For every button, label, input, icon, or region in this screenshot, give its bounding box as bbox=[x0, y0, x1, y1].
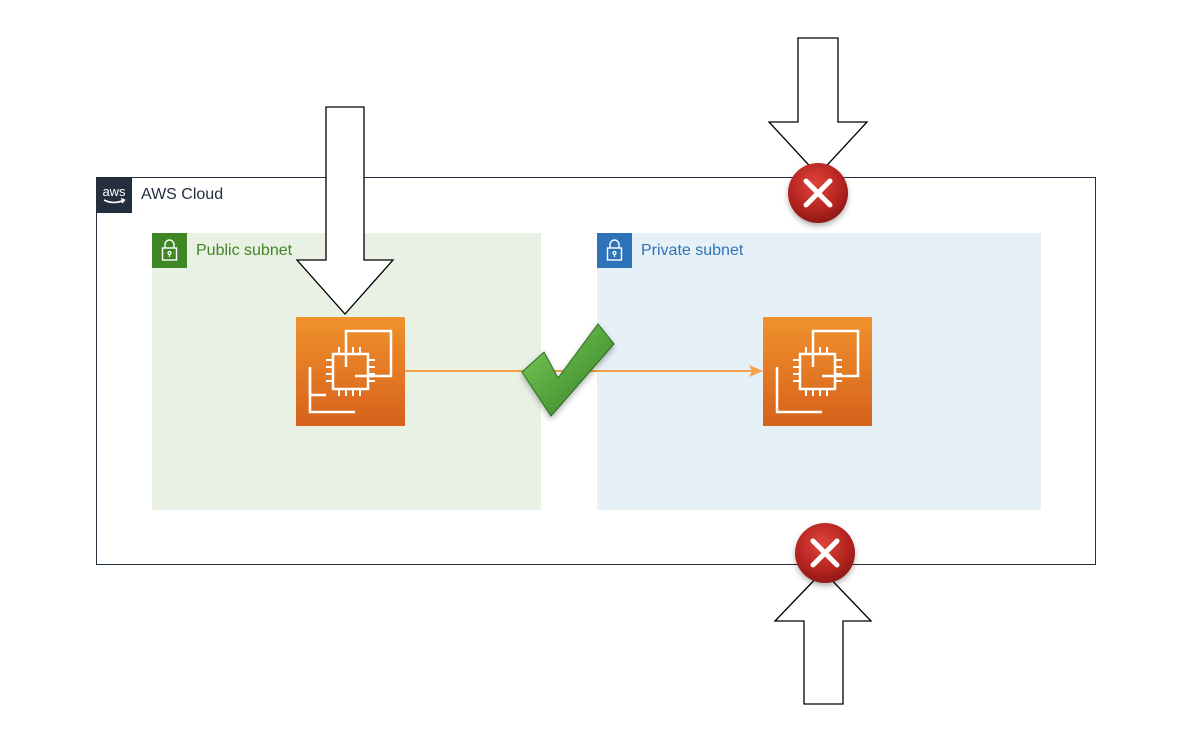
aws-cloud-label: AWS Cloud bbox=[141, 186, 224, 203]
x-circle-icon bbox=[788, 163, 848, 223]
inbound-arrow-bottom bbox=[773, 570, 873, 705]
padlock-icon bbox=[597, 233, 632, 268]
ec2-instance-icon bbox=[763, 317, 872, 426]
private-subnet-label: Private subnet bbox=[641, 242, 744, 259]
aws-logo-text: aws bbox=[102, 184, 126, 199]
ec2-instance-icon bbox=[296, 317, 405, 426]
connector-arrowhead bbox=[749, 365, 763, 377]
x-circle-icon bbox=[795, 523, 855, 583]
padlock-icon bbox=[152, 233, 187, 268]
aws-cloud-group bbox=[96, 177, 1096, 565]
inbound-arrow-top bbox=[767, 37, 869, 176]
inbound-arrow-public bbox=[295, 106, 395, 315]
public-subnet-label: Public subnet bbox=[196, 242, 293, 259]
checkmark-icon bbox=[521, 323, 615, 417]
aws-logo-icon: aws bbox=[96, 177, 132, 213]
